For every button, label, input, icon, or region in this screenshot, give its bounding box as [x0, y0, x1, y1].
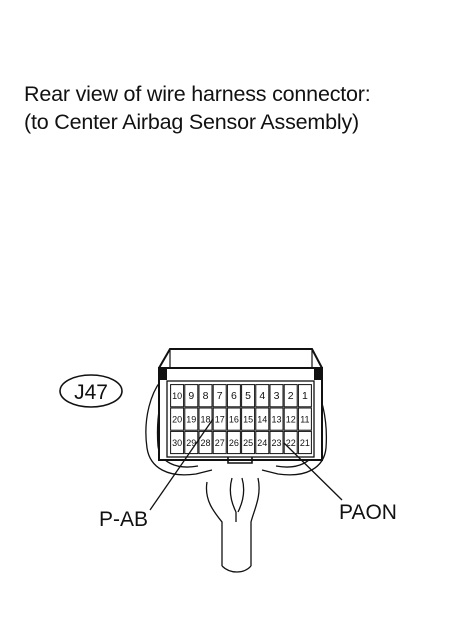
- terminal-cell: [212, 407, 227, 431]
- terminal-number: 3: [274, 390, 280, 402]
- terminal-number: 18: [200, 415, 210, 425]
- terminal-cell: [170, 430, 185, 455]
- terminal-number: 29: [186, 438, 196, 448]
- terminal-number: 19: [186, 415, 196, 425]
- terminal-number: 7: [217, 390, 223, 402]
- callout-p-ab: P-AB: [99, 508, 148, 531]
- terminal-number: 21: [300, 438, 310, 448]
- terminal-number: 24: [257, 438, 267, 448]
- connector-id-oval: [59, 374, 123, 408]
- terminal-cell: [297, 384, 312, 408]
- bundle-edge-left: [205, 481, 223, 566]
- callout-leaders: [149, 418, 343, 511]
- housing-tab-left: [159, 368, 167, 380]
- terminal-number: 25: [243, 438, 253, 448]
- housing-key: [227, 457, 253, 464]
- terminal-cell: [212, 384, 227, 408]
- terminal-number: 16: [229, 415, 239, 425]
- terminal-cell: [283, 407, 298, 431]
- terminal-number: 10: [172, 391, 182, 401]
- housing-tab-right: [314, 368, 322, 380]
- leader-paon: [283, 442, 343, 501]
- terminal-cell: [226, 407, 241, 431]
- terminal-cell: [184, 384, 199, 408]
- terminal-cell: [283, 430, 298, 455]
- terminal-cell: [184, 407, 199, 431]
- terminal-cell: [184, 430, 199, 455]
- terminal-cell: [255, 407, 270, 431]
- diagram-caption: Rear view of wire harness connector: (to…: [24, 80, 464, 136]
- terminal-number: 26: [229, 438, 239, 448]
- terminal-number: 6: [231, 390, 237, 402]
- terminal-number: 12: [286, 415, 296, 425]
- terminal-number: 23: [271, 438, 281, 448]
- terminal-cell: [212, 430, 227, 455]
- harness-loop-left: [145, 374, 213, 476]
- terminal-cell: [170, 407, 185, 431]
- wire-strand-1: [229, 477, 237, 513]
- terminal-cell: [297, 407, 312, 431]
- terminal-number: 2: [288, 390, 294, 402]
- terminal-number: 30: [172, 438, 182, 448]
- terminal-number: 8: [203, 390, 209, 402]
- terminal-number: 17: [215, 415, 225, 425]
- leader-p-ab: [149, 418, 214, 511]
- terminal-number: 22: [286, 438, 296, 448]
- terminal-cell: [170, 384, 185, 408]
- terminal-number: 20: [172, 415, 182, 425]
- terminal-cell: [283, 384, 298, 408]
- terminal-cell: [198, 430, 213, 455]
- terminal-number: 15: [243, 415, 253, 425]
- callout-paon: PAON: [339, 501, 397, 524]
- terminal-frame: [166, 380, 315, 458]
- connector-id-badge: J47: [59, 374, 123, 408]
- caption-line-1: Rear view of wire harness connector:: [24, 82, 371, 106]
- terminal-cell: [269, 407, 284, 431]
- terminal-number: 28: [200, 438, 210, 448]
- connector-id-label: J47: [74, 381, 108, 404]
- caption-line-2: (to Center Airbag Sensor Assembly): [24, 110, 359, 134]
- terminal-number: 14: [257, 415, 267, 425]
- terminal-cell: [241, 430, 256, 455]
- terminal-cell: [255, 384, 270, 408]
- terminal-cell: [297, 430, 312, 455]
- terminal-number: 5: [245, 390, 251, 402]
- terminal-cell: [241, 407, 256, 431]
- wire-bundle: [205, 477, 260, 573]
- bundle-end: [221, 565, 252, 573]
- terminal-number: 9: [188, 390, 194, 402]
- terminal-cell: [226, 384, 241, 408]
- terminal-number: 4: [259, 390, 265, 402]
- wire-strand-2: [237, 477, 245, 513]
- terminal-cell: [269, 430, 284, 455]
- terminal-number: 1: [302, 390, 308, 402]
- terminal-cell: [241, 384, 256, 408]
- terminal-number: 27: [215, 438, 225, 448]
- terminal-number: 11: [300, 415, 309, 425]
- terminal-cell: [255, 430, 270, 455]
- bundle-edge-right: [250, 477, 260, 566]
- terminal-cell: [226, 430, 241, 455]
- terminal-cell: [269, 384, 284, 408]
- terminal-number: 13: [271, 415, 281, 425]
- terminal-cell: [198, 384, 213, 408]
- housing-top-bevel: [158, 348, 323, 369]
